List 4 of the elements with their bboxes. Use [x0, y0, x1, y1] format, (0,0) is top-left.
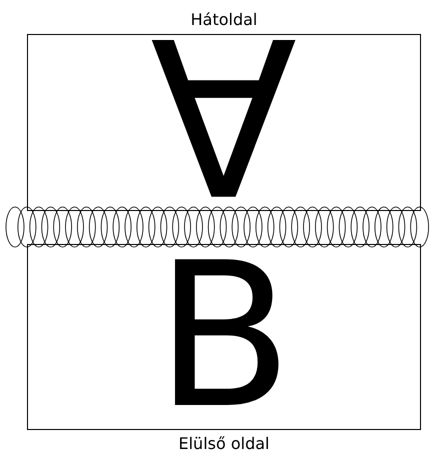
- page-heading: Hátoldal: [190, 10, 258, 30]
- page-letter: B: [155, 245, 293, 429]
- page-heading: Elülső oldal: [178, 434, 270, 454]
- page-letter: A: [150, 35, 298, 210]
